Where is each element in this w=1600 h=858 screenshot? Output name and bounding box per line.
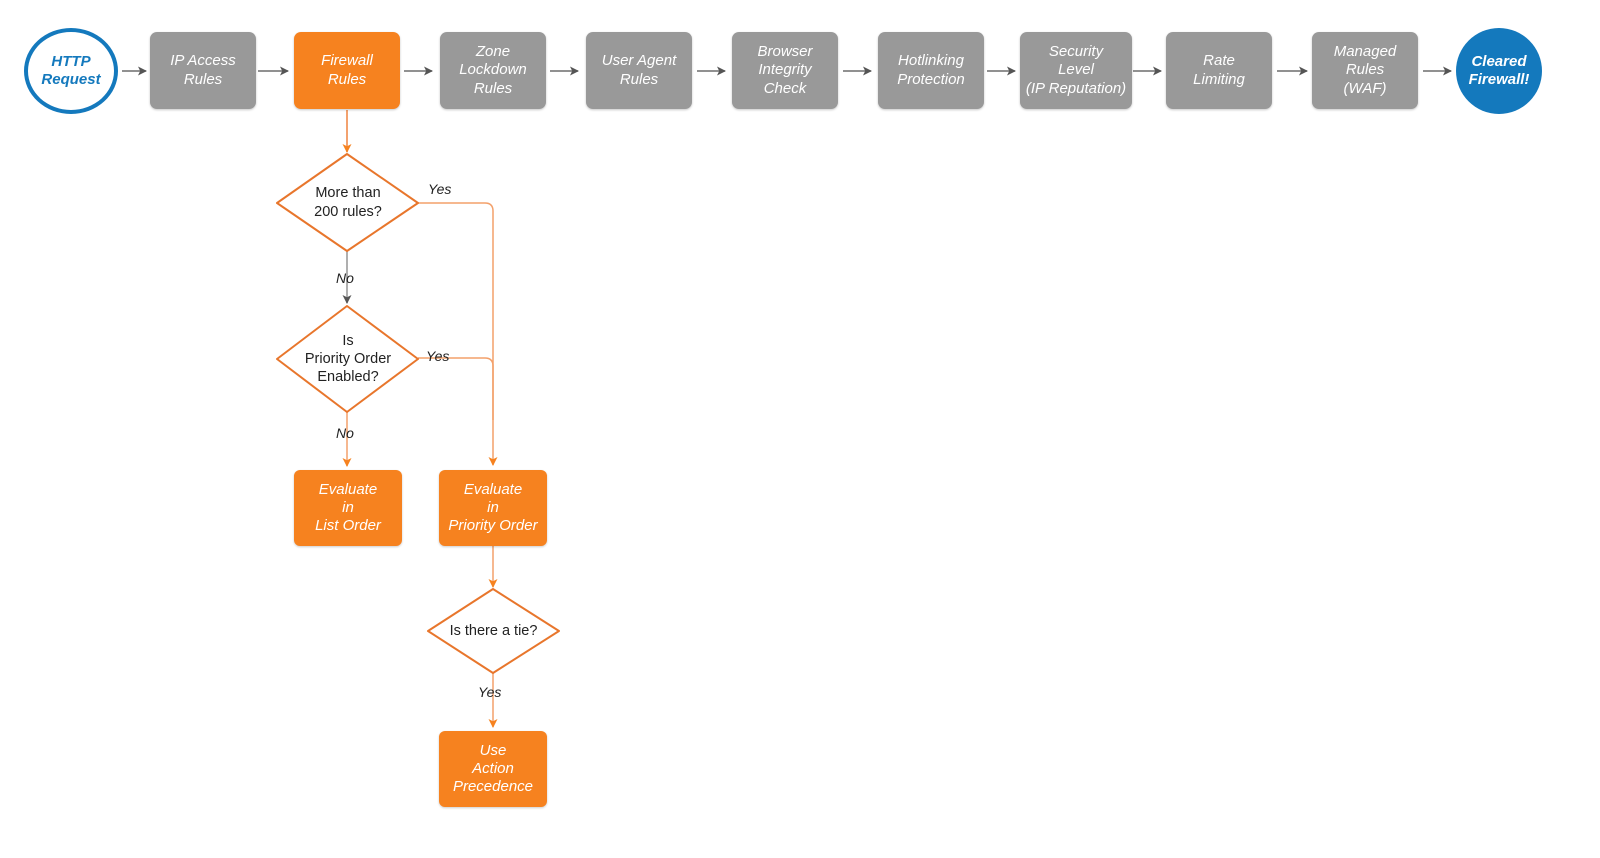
node-firewall-rules-label: Firewall Rules (321, 52, 373, 88)
node-user-agent-rules[interactable]: User Agent Rules (586, 32, 692, 109)
decision-is-there-a-tie-label: Is there a tie? (449, 622, 538, 639)
node-ip-access-rules[interactable]: IP Access Rules (150, 32, 256, 109)
decision-more-than-200-rules[interactable]: More than 200 rules? (277, 154, 419, 251)
node-rate-limiting-label: Rate Limiting (1193, 52, 1245, 88)
node-cleared-firewall-label: Cleared Firewall! (1468, 52, 1530, 88)
node-http-request-label: HTTP Request (41, 52, 101, 88)
node-managed-rules-waf-label: Managed Rules (WAF) (1333, 43, 1397, 97)
edge-label-d1-yes: Yes (428, 181, 452, 197)
node-ip-access-rules-label: IP Access Rules (170, 52, 236, 88)
node-hotlinking-protection-label: Hotlinking Protection (897, 52, 965, 88)
node-security-level-label: Security Level (IP Reputation) (1025, 43, 1127, 97)
node-hotlinking-protection[interactable]: Hotlinking Protection (878, 32, 984, 109)
node-firewall-rules[interactable]: Firewall Rules (294, 32, 400, 109)
decision-more-than-200-rules-label: More than 200 rules? (314, 185, 382, 220)
edge-label-d2-no: No (336, 425, 354, 441)
edge-label-d3-yes: Yes (478, 684, 502, 700)
node-zone-lockdown-rules-label: Zone Lockdown Rules (459, 43, 527, 97)
node-rate-limiting[interactable]: Rate Limiting (1166, 32, 1272, 109)
decision-is-priority-order-enabled[interactable]: Is Priority Order Enabled? (277, 306, 419, 412)
node-browser-integrity-check[interactable]: Browser Integrity Check (732, 32, 838, 109)
node-use-action-precedence-label: Use Action Precedence (452, 741, 534, 796)
node-managed-rules-waf[interactable]: Managed Rules (WAF) (1312, 32, 1418, 109)
decision-is-there-a-tie[interactable]: Is there a tie? (428, 589, 559, 673)
node-evaluate-in-priority-order[interactable]: Evaluate in Priority Order (439, 470, 547, 546)
node-cleared-firewall[interactable]: Cleared Firewall! (1456, 28, 1542, 114)
node-use-action-precedence[interactable]: Use Action Precedence (439, 731, 547, 807)
decision-is-priority-order-enabled-label: Is Priority Order Enabled? (304, 332, 392, 386)
node-evaluate-in-list-order-label: Evaluate in List Order (315, 480, 381, 535)
edge-label-d2-yes: Yes (426, 348, 450, 364)
node-browser-integrity-check-label: Browser Integrity Check (757, 43, 813, 97)
node-zone-lockdown-rules[interactable]: Zone Lockdown Rules (440, 32, 546, 109)
node-user-agent-rules-label: User Agent Rules (601, 52, 677, 88)
node-evaluate-in-list-order[interactable]: Evaluate in List Order (294, 470, 402, 546)
edge-label-d1-no: No (336, 270, 354, 286)
node-http-request[interactable]: HTTP Request (24, 28, 118, 114)
node-security-level[interactable]: Security Level (IP Reputation) (1020, 32, 1132, 109)
node-evaluate-in-priority-order-label: Evaluate in Priority Order (448, 480, 538, 535)
